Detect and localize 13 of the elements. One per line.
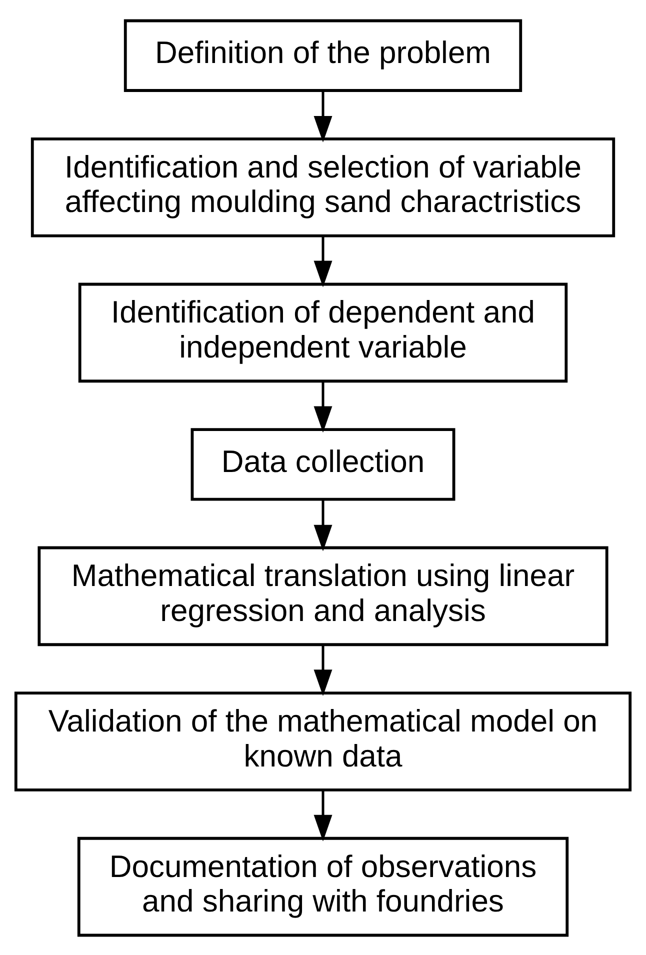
arrow: [314, 236, 332, 287]
node-box: Validation of the mathematical model on known data: [14, 691, 632, 791]
node-box: Identification and selection of variable affecting moulding sand charactristics: [30, 136, 616, 237]
node-box: Identification of dependent and independent variable: [78, 282, 568, 382]
node-box: Documentation of observations and sharing with foundries: [77, 836, 569, 936]
node-box: Definition of the problem: [124, 18, 522, 92]
arrow: [314, 90, 332, 142]
node-box: Mathematical translation using linear regression and analysis: [38, 546, 608, 646]
arrow: [314, 644, 332, 696]
arrow: [314, 381, 332, 432]
arrow: [314, 790, 332, 841]
arrow: [314, 499, 332, 551]
node-box: Data collection: [190, 428, 456, 500]
